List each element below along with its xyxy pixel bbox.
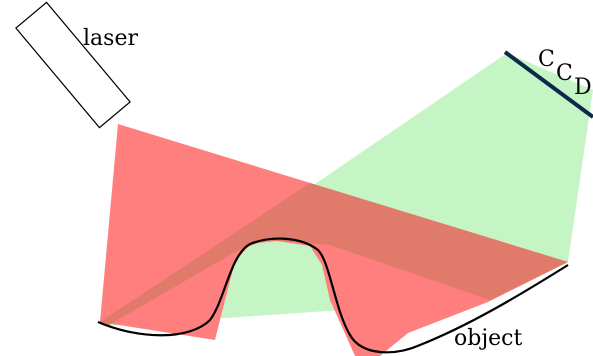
object-surface: [97, 237, 569, 354]
laser-device: [15, 1, 131, 129]
ccd-label-c1: C: [538, 47, 555, 72]
overlap-band: [100, 183, 568, 326]
object-label: object: [454, 326, 522, 351]
laser-label: laser: [83, 26, 138, 51]
laser-body: [15, 1, 131, 129]
ccd-label-d: D: [574, 75, 592, 100]
ccd-sensor: [503, 50, 593, 119]
ccd-label-c2: C: [556, 61, 573, 86]
